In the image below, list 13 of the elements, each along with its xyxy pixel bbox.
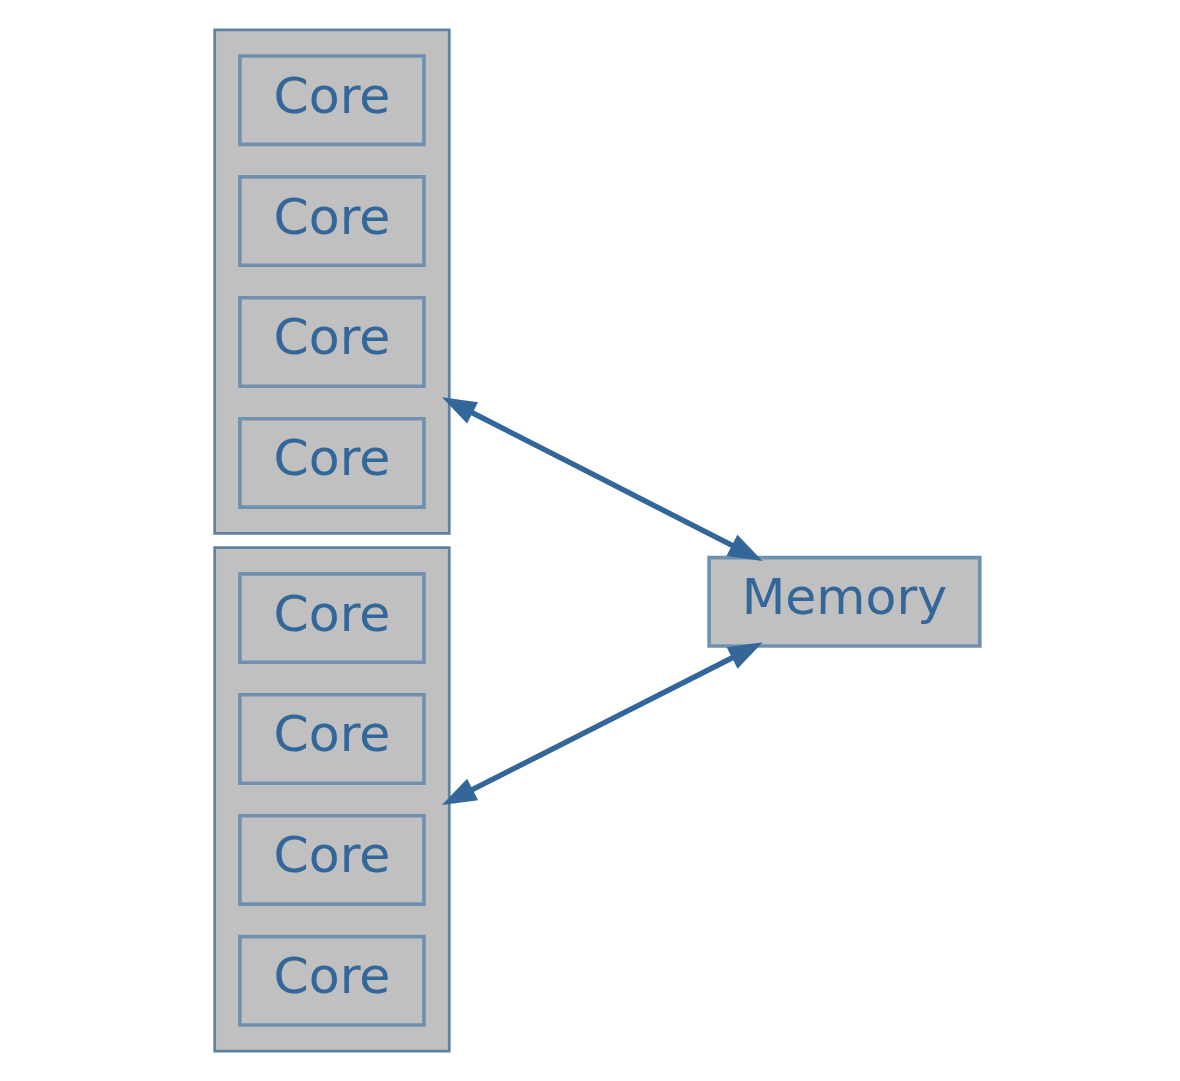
- node-box: Core: [238, 572, 426, 665]
- node-box: Core: [238, 813, 426, 906]
- arrow: [441, 397, 763, 561]
- node-box: Core: [238, 175, 426, 268]
- node-box: Core: [238, 693, 426, 785]
- node-box: Core: [238, 934, 426, 1027]
- node-box: Core: [238, 296, 426, 388]
- node-box: Memory: [707, 555, 982, 648]
- cluster: [213, 28, 451, 535]
- node-box: Core: [238, 54, 426, 147]
- cluster: [213, 546, 451, 1053]
- arrow: [441, 642, 763, 806]
- node-box: Core: [238, 416, 426, 509]
